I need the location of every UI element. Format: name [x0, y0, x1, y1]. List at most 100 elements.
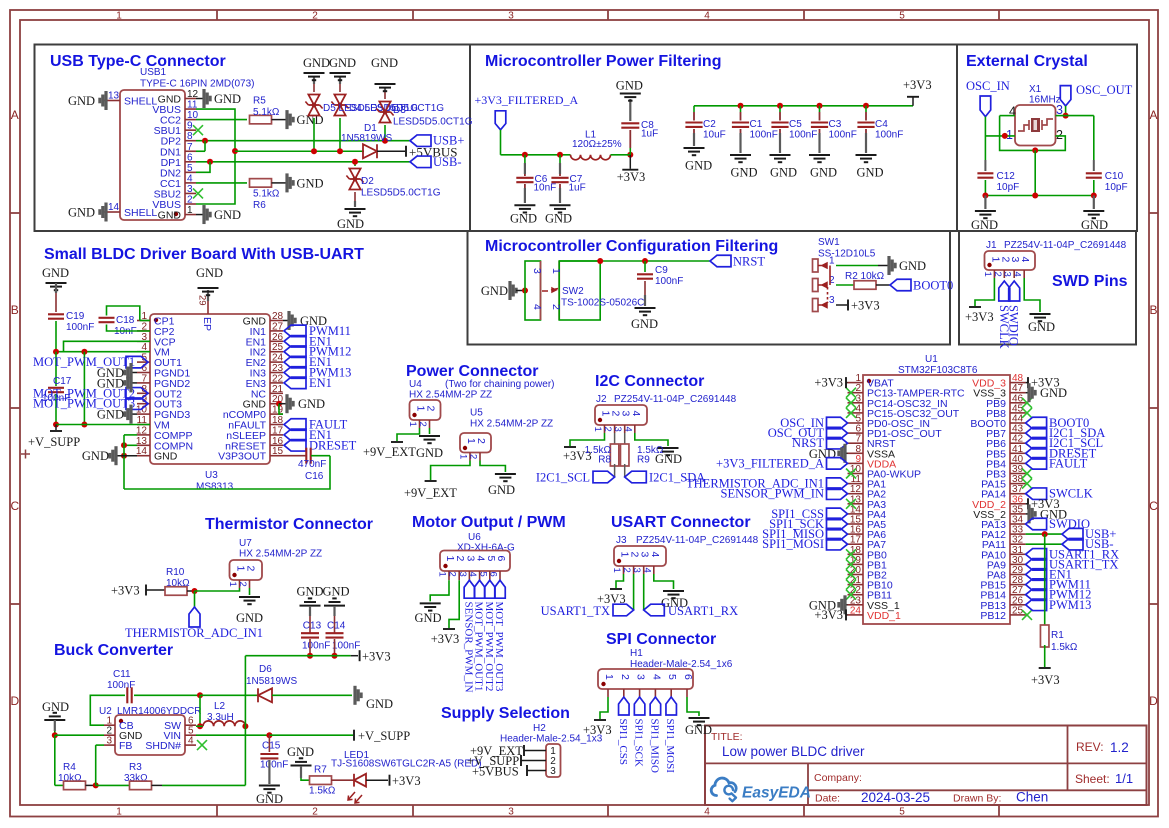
svg-text:EN1: EN1	[309, 376, 332, 390]
svg-text:D4 LESD5D5.0CT1G: D4 LESD5D5.0CT1G	[349, 103, 444, 114]
svg-text:6: 6	[682, 674, 694, 680]
svg-text:+V_SUPP: +V_SUPP	[28, 435, 80, 449]
svg-text:I2C1_SCL: I2C1_SCL	[536, 471, 590, 485]
svg-text:USB+: USB+	[1085, 527, 1116, 541]
svg-text:C: C	[1149, 499, 1158, 513]
svg-text:25: 25	[272, 342, 284, 353]
svg-text:SWDIO: SWDIO	[1007, 305, 1021, 346]
svg-text:PA8: PA8	[987, 570, 1006, 582]
svg-text:23: 23	[272, 363, 284, 374]
svg-text:GND: GND	[243, 316, 267, 328]
svg-text:38: 38	[1012, 474, 1024, 485]
svg-text:3: 3	[620, 411, 632, 417]
svg-text:1: 1	[989, 257, 1001, 263]
svg-text:PZ254V-11-04P_C2691448: PZ254V-11-04P_C2691448	[614, 394, 737, 405]
svg-text:OUT3: OUT3	[154, 399, 182, 411]
svg-text:100nF: 100nF	[332, 641, 360, 652]
svg-text:3: 3	[1056, 103, 1063, 117]
svg-text:GND: GND	[322, 585, 349, 599]
svg-text:7: 7	[855, 434, 861, 445]
svg-text:IN2: IN2	[250, 347, 267, 359]
svg-text:Low power BLDC driver: Low power BLDC driver	[722, 744, 865, 759]
svg-text:5: 5	[855, 414, 861, 425]
svg-text:23: 23	[850, 595, 862, 606]
svg-text:GND: GND	[510, 212, 537, 226]
svg-text:SW1: SW1	[818, 237, 840, 248]
svg-text:Company:: Company:	[814, 772, 862, 784]
svg-text:USB1: USB1	[140, 67, 167, 78]
svg-text:C8: C8	[641, 120, 654, 131]
svg-text:USB+: USB+	[433, 134, 464, 148]
svg-text:Header-Male-2.54_1x3: Header-Male-2.54_1x3	[500, 734, 603, 745]
svg-text:GND: GND	[1040, 386, 1067, 400]
svg-text:DRESET: DRESET	[309, 438, 357, 452]
svg-text:5: 5	[188, 726, 194, 737]
svg-text:1: 1	[465, 438, 477, 444]
svg-text:Supply Selection: Supply Selection	[441, 705, 570, 722]
svg-text:Chen: Chen	[1016, 790, 1048, 805]
svg-text:3.3uH: 3.3uH	[207, 712, 234, 723]
svg-text:PA12: PA12	[981, 529, 1006, 541]
svg-text:GND: GND	[730, 166, 757, 180]
svg-text:+3V3: +3V3	[1031, 673, 1060, 687]
svg-text:EN1: EN1	[246, 336, 267, 348]
svg-text:PC15-OSC32_OUT: PC15-OSC32_OUT	[867, 408, 960, 420]
svg-text:EN3: EN3	[246, 378, 267, 390]
svg-text:2: 2	[992, 272, 1003, 277]
svg-text:GND: GND	[243, 399, 267, 411]
svg-text:+3V3: +3V3	[1031, 376, 1060, 390]
svg-text:3: 3	[457, 572, 468, 577]
svg-text:VDD_1: VDD_1	[867, 610, 901, 622]
svg-text:GND: GND	[97, 408, 124, 422]
svg-text:2: 2	[550, 756, 556, 767]
svg-text:D: D	[10, 694, 19, 708]
svg-text:GND: GND	[296, 585, 323, 599]
svg-text:+3V3: +3V3	[814, 608, 843, 622]
svg-text:4: 4	[1012, 272, 1023, 277]
svg-text:6: 6	[188, 716, 194, 727]
svg-text:5: 5	[666, 674, 678, 680]
svg-text:20: 20	[272, 394, 284, 405]
svg-text:PB7: PB7	[986, 428, 1006, 440]
svg-text:VBAT: VBAT	[867, 378, 894, 390]
svg-text:17: 17	[272, 425, 284, 436]
svg-text:GND: GND	[545, 212, 572, 226]
svg-text:R5: R5	[253, 96, 266, 107]
svg-text:1: 1	[415, 406, 427, 412]
svg-text:34: 34	[1012, 515, 1024, 526]
svg-text:42: 42	[1012, 434, 1024, 445]
svg-text:GND: GND	[329, 56, 356, 70]
svg-text:100nF: 100nF	[66, 322, 94, 333]
svg-text:3: 3	[1002, 272, 1013, 277]
svg-text:2: 2	[312, 11, 318, 22]
svg-text:DRESET: DRESET	[1049, 446, 1097, 460]
svg-text:OSC_OUT: OSC_OUT	[768, 426, 825, 440]
svg-text:2: 2	[550, 304, 562, 310]
svg-text:47: 47	[1012, 383, 1024, 394]
svg-text:GND: GND	[68, 94, 95, 108]
svg-text:C4: C4	[875, 119, 888, 130]
svg-text:1: 1	[116, 11, 122, 22]
svg-text:GND: GND	[256, 792, 283, 806]
svg-text:SPI1_MOSI: SPI1_MOSI	[664, 719, 676, 774]
svg-text:14: 14	[850, 504, 862, 515]
svg-text:48: 48	[1012, 373, 1024, 384]
svg-text:7: 7	[187, 142, 193, 153]
svg-text:USART Connector: USART Connector	[611, 514, 751, 531]
svg-text:1: 1	[106, 716, 112, 727]
svg-text:+3V3: +3V3	[362, 650, 391, 664]
svg-text:1: 1	[550, 746, 556, 757]
svg-text:1N5819WS: 1N5819WS	[246, 676, 297, 687]
svg-text:+9V_EXT: +9V_EXT	[470, 744, 523, 758]
svg-text:+V_SUPP: +V_SUPP	[358, 729, 410, 743]
svg-text:29: 29	[197, 295, 208, 306]
svg-text:4: 4	[649, 552, 661, 558]
svg-text:1: 1	[235, 566, 247, 572]
svg-text:U1: U1	[925, 354, 938, 365]
svg-text:1/1: 1/1	[1115, 771, 1133, 786]
svg-text:PA15: PA15	[981, 479, 1006, 491]
svg-text:2: 2	[602, 427, 613, 432]
svg-text:+3V3: +3V3	[814, 376, 843, 390]
svg-text:16MHz: 16MHz	[1029, 95, 1061, 106]
svg-text:1: 1	[603, 674, 615, 680]
